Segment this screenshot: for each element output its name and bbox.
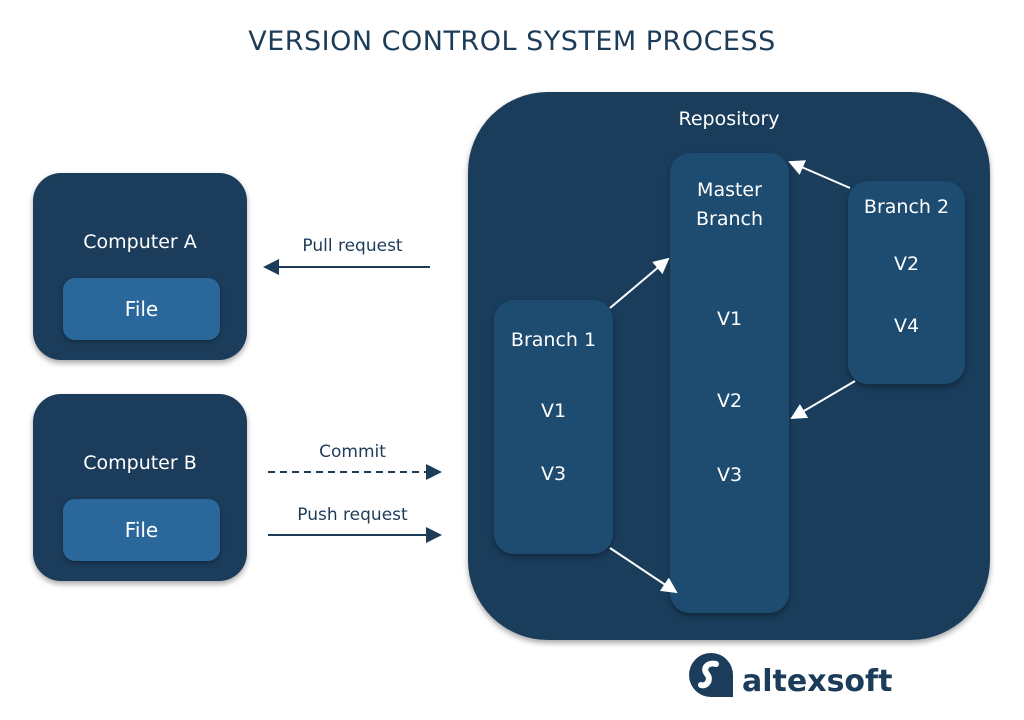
computer-a: Computer A File <box>33 173 247 360</box>
computer-b-file: File <box>63 499 220 561</box>
master-version: V2 <box>716 390 743 412</box>
master-label-2: Branch <box>695 208 764 230</box>
branch-2-label: Branch 2 <box>863 196 950 218</box>
branch-2: Branch 2 V2 V4 <box>848 181 965 384</box>
computer-a-file: File <box>63 278 220 340</box>
repository-label: Repository <box>678 108 780 130</box>
diagram-title: VERSION CONTROL SYSTEM PROCESS <box>248 26 776 57</box>
commit-label: Commit <box>319 442 386 462</box>
branch2-to-master-arrow <box>790 380 856 420</box>
branch1-to-master-arrow <box>609 257 670 309</box>
branch-2-version: V4 <box>893 315 920 337</box>
branch2-to-master-top-arrow <box>788 160 851 189</box>
computer-a-label: Computer A <box>83 231 197 253</box>
push-request-label: Push request <box>297 505 408 525</box>
branch-2-version: V2 <box>893 253 920 275</box>
branch-1-label: Branch 1 <box>510 329 597 351</box>
pull-request-label: Pull request <box>302 236 403 256</box>
master-version: V3 <box>716 464 743 486</box>
branch-1: Branch 1 V1 V3 <box>494 300 613 554</box>
branch1-to-master-bottom-arrow <box>609 547 678 594</box>
branch-1-version: V3 <box>540 463 567 485</box>
branch-1-version: V1 <box>540 400 567 422</box>
altexsoft-logo-text: altexsoft <box>742 664 893 699</box>
computer-b: Computer B File <box>33 394 247 581</box>
computer-b-label: Computer B <box>83 452 197 474</box>
master-label-1: Master <box>697 179 762 201</box>
master-version: V1 <box>716 308 743 330</box>
altexsoft-logo-icon <box>689 653 733 697</box>
master-branch: Master Branch V1 V2 V3 <box>670 153 789 613</box>
